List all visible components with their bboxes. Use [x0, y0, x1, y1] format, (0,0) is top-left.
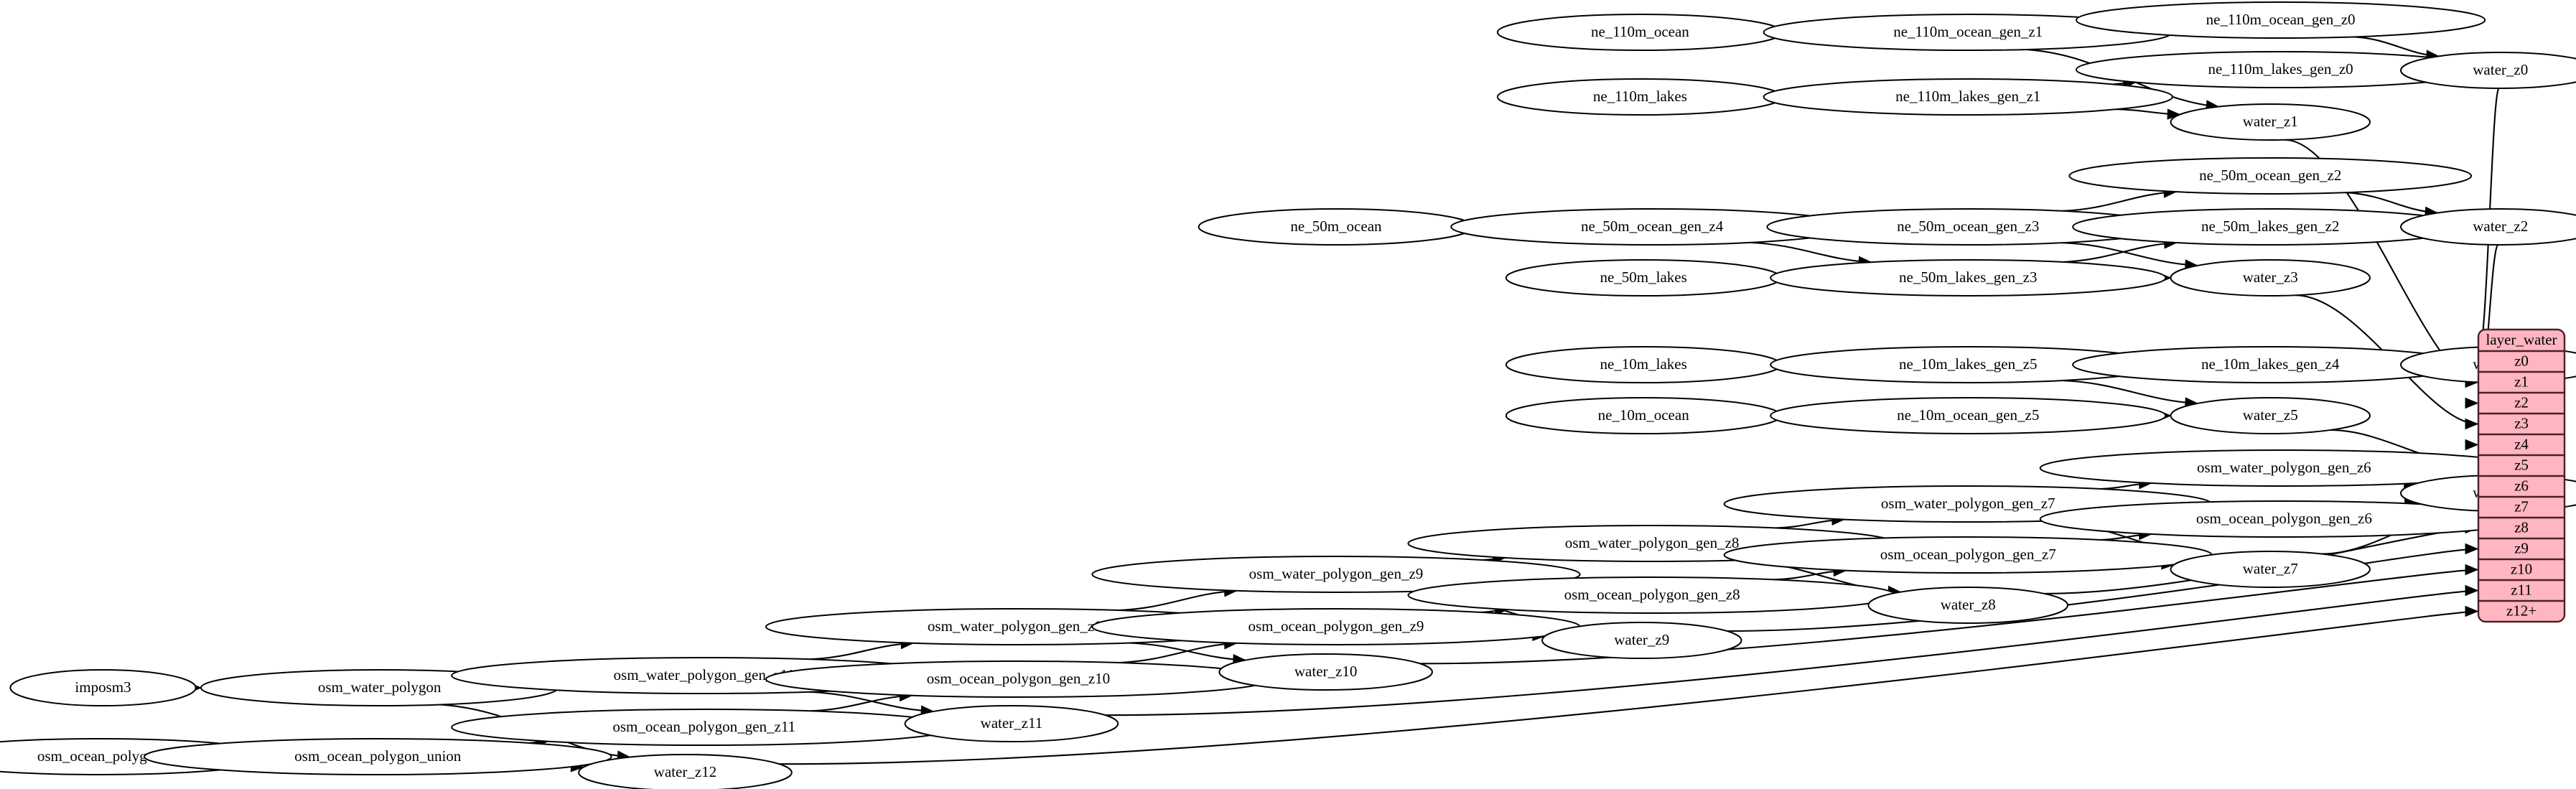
node-water_z12[interactable]: water_z12: [578, 754, 793, 789]
node-ellipse-water_z12[interactable]: [578, 754, 793, 789]
edge-water_z12-to-layer_water-z12-: [779, 610, 2478, 765]
node-ellipse-ne_110m_lakes[interactable]: [1496, 78, 1783, 116]
edge-arrowhead: [2465, 605, 2479, 617]
node-ellipse-water_z10[interactable]: [1218, 653, 1433, 691]
node-ne_110m_ocean_gen_z0[interactable]: ne_110m_ocean_gen_z0: [2075, 1, 2486, 39]
node-ellipse-ne_10m_lakes[interactable]: [1505, 346, 1782, 383]
node-ellipse-water_z1[interactable]: [2170, 103, 2371, 141]
edge-arrowhead: [2465, 543, 2479, 555]
node-water_z8[interactable]: water_z8: [1867, 587, 2068, 624]
node-ellipse-osm_water_polygon_gen_z9[interactable]: [1091, 556, 1581, 593]
node-ellipse-osm_ocean_polygon_gen_z8[interactable]: [1407, 576, 1897, 614]
node-ellipse-ne_110m_lakes_gen_z1[interactable]: [1763, 78, 2173, 116]
node-ellipse-osm_ocean_polygon_union[interactable]: [143, 738, 612, 775]
edge-ne_50m_lakes_gen_z3-to-ne_50m_lakes_gen_z2: [2061, 241, 2177, 263]
node-ellipse-water_z11[interactable]: [904, 705, 1119, 742]
node-ne_50m_lakes_gen_z3[interactable]: ne_50m_lakes_gen_z3: [1770, 259, 2167, 297]
edge-ne_50m_ocean_gen_z3-to-ne_50m_ocean_gen_z2: [2062, 191, 2177, 212]
edge-water_z10-to-layer_water-z10: [1419, 569, 2478, 665]
node-ellipse-ne_50m_lakes_gen_z3[interactable]: [1770, 259, 2167, 297]
node-ellipse-ne_110m_ocean_gen_z0[interactable]: [2075, 1, 2486, 39]
edge-water_z11-to-layer_water-z11: [1105, 589, 2478, 716]
edge-arrowhead: [2465, 418, 2479, 430]
node-water_z11[interactable]: water_z11: [904, 705, 1119, 742]
edge-arrowhead: [2465, 584, 2479, 597]
node-ellipse-ne_10m_ocean[interactable]: [1505, 397, 1782, 434]
edge-osm_ocean_polygon_gen_z11-to-osm_ocean_polygon_gen_z10: [810, 694, 913, 712]
node-ne_50m_ocean_gen_z2[interactable]: ne_50m_ocean_gen_z2: [2068, 157, 2473, 195]
edge-ne_50m_ocean_gen_z2-to-water_z2: [2345, 192, 2438, 214]
node-ellipse-water_z8[interactable]: [1867, 587, 2068, 624]
node-ellipse-water_z5[interactable]: [2170, 397, 2371, 434]
node-osm_ocean_polygon_union[interactable]: osm_ocean_polygon_union: [143, 738, 612, 775]
node-water_z2[interactable]: water_z2: [2400, 208, 2576, 246]
node-water_z0[interactable]: water_z0: [2400, 52, 2576, 89]
node-ne_110m_ocean[interactable]: ne_110m_ocean: [1496, 14, 1783, 51]
node-ellipse-ne_10m_ocean_gen_z5[interactable]: [1770, 397, 2167, 434]
edge-osm_ocean_polygon_gen_z10-to-osm_ocean_polygon_gen_z9: [1118, 642, 1237, 664]
node-ellipse-water_z2[interactable]: [2400, 208, 2576, 246]
edge-ne_10m_lakes_gen_z5-to-water_z5: [2061, 379, 2198, 404]
node-osm_ocean_polygon_gen_z9[interactable]: osm_ocean_polygon_gen_z9: [1091, 608, 1581, 645]
node-water_z5[interactable]: water_z5: [2170, 397, 2371, 434]
node-ellipse-water_z9[interactable]: [1541, 622, 1742, 659]
node-ellipse-imposm3[interactable]: [9, 669, 197, 706]
node-ne_110m_lakes[interactable]: ne_110m_lakes: [1496, 78, 1783, 116]
edge-water_z9-to-layer_water-z9: [1727, 548, 2478, 632]
edge-arrowhead: [2465, 439, 2479, 451]
node-ellipse-osm_ocean_polygon_gen_z9[interactable]: [1091, 608, 1581, 645]
layer-water-table: layer_waterz0z1z2z3z4z5z6z7z8z9z10z11z12…: [2477, 328, 2566, 623]
node-ellipse-osm_ocean_polygon_gen_z11[interactable]: [451, 709, 958, 746]
node-water_z1[interactable]: water_z1: [2170, 103, 2371, 141]
edge-arrowhead: [2465, 397, 2479, 409]
node-water_z7[interactable]: water_z7: [2170, 551, 2371, 588]
node-water_z3[interactable]: water_z3: [2170, 259, 2371, 297]
node-ellipse-ne_50m_ocean[interactable]: [1198, 208, 1475, 246]
node-ellipse-water_z3[interactable]: [2170, 259, 2371, 297]
node-water_z9[interactable]: water_z9: [1541, 622, 1742, 659]
node-ellipse-water_z0[interactable]: [2400, 52, 2576, 89]
node-ellipse-osm_ocean_polygon_gen_z7[interactable]: [1723, 536, 2213, 574]
node-ne_50m_ocean[interactable]: ne_50m_ocean: [1198, 208, 1475, 246]
node-ellipse-ne_50m_ocean_gen_z2[interactable]: [2068, 157, 2473, 195]
node-imposm3[interactable]: imposm3: [9, 669, 197, 706]
edge-osm_water_polygon_gen_z10-to-osm_water_polygon_gen_z9: [1118, 589, 1237, 612]
node-ellipse-ne_50m_lakes[interactable]: [1505, 259, 1782, 297]
node-ellipse-water_z7[interactable]: [2170, 551, 2371, 588]
node-osm_ocean_polygon_gen_z11[interactable]: osm_ocean_polygon_gen_z11: [451, 709, 958, 746]
node-ne_10m_ocean[interactable]: ne_10m_ocean: [1505, 397, 1782, 434]
node-ellipse-osm_ocean_polygon_gen_z10[interactable]: [765, 660, 1272, 698]
edge-ne_50m_ocean_gen_z4-to-ne_50m_lakes_gen_z3: [1749, 241, 1872, 263]
node-ellipse-ne_110m_ocean[interactable]: [1496, 14, 1783, 51]
node-ne_50m_lakes[interactable]: ne_50m_lakes: [1505, 259, 1782, 297]
edge-osm_water_polygon_gen_z11-to-osm_water_polygon_gen_z10: [809, 642, 914, 660]
edge-ne_50m_ocean_gen_z3-to-water_z3: [2062, 242, 2198, 266]
node-water_z10[interactable]: water_z10: [1218, 653, 1433, 691]
node-osm_ocean_polygon_gen_z7[interactable]: osm_ocean_polygon_gen_z7: [1723, 536, 2213, 574]
node-ne_10m_ocean_gen_z5[interactable]: ne_10m_ocean_gen_z5: [1770, 397, 2167, 434]
node-osm_ocean_polygon_gen_z8[interactable]: osm_ocean_polygon_gen_z8: [1407, 576, 1897, 614]
node-ne_110m_lakes_gen_z1[interactable]: ne_110m_lakes_gen_z1: [1763, 78, 2173, 116]
node-osm_ocean_polygon_gen_z10[interactable]: osm_ocean_polygon_gen_z10: [765, 660, 1272, 698]
node-ne_10m_lakes[interactable]: ne_10m_lakes: [1505, 346, 1782, 383]
edge-arrowhead: [2465, 564, 2479, 576]
